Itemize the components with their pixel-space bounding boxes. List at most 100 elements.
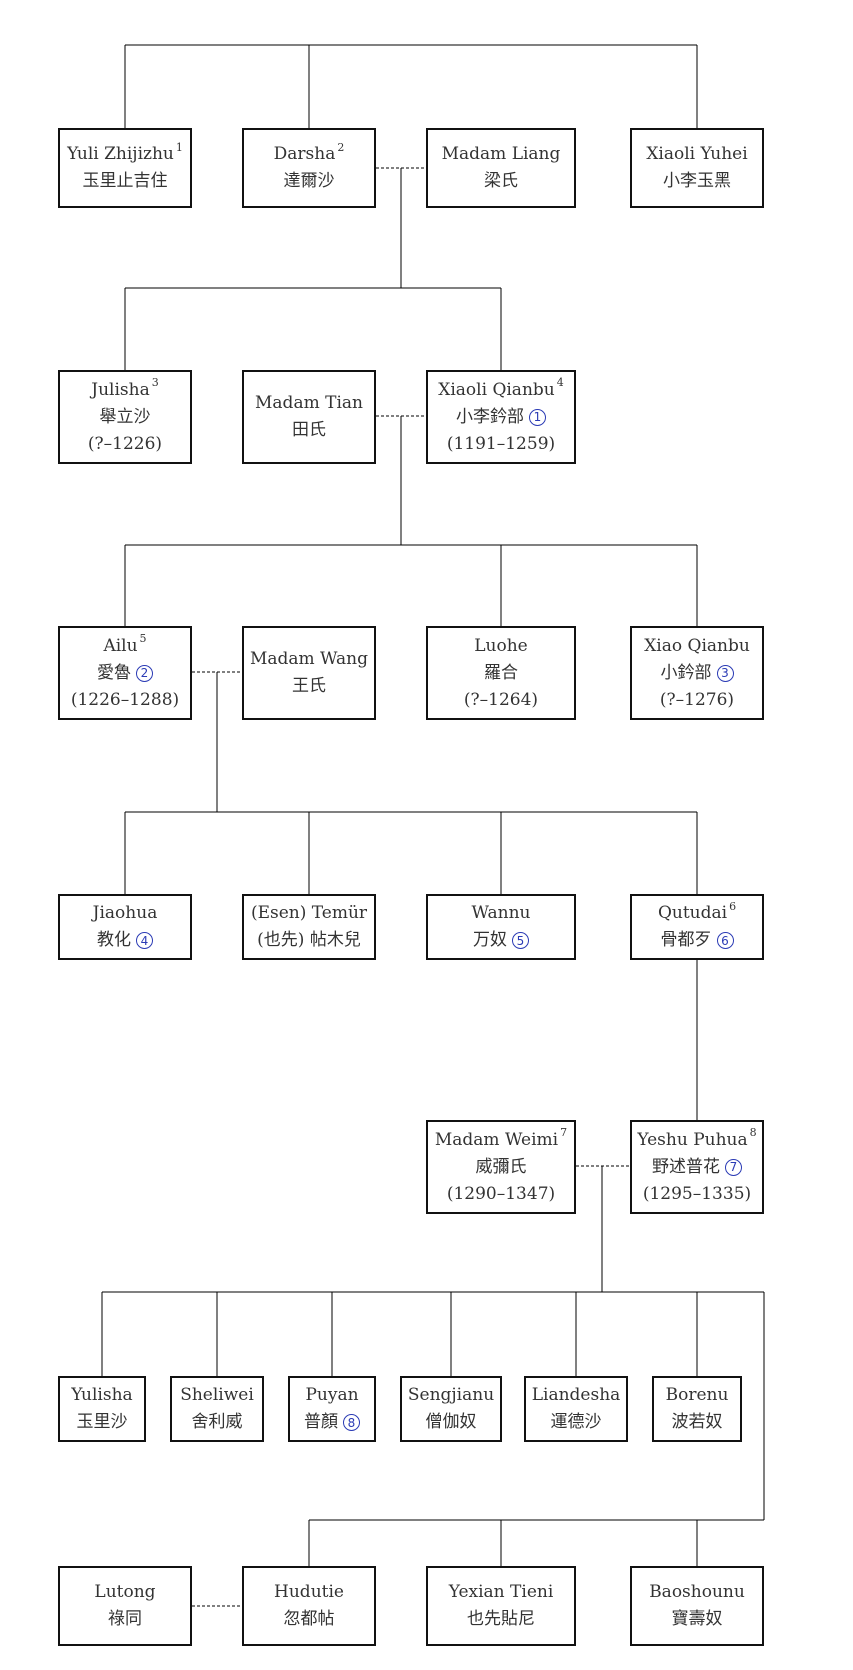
person-hanzi: 也先貼尼 [467, 1609, 535, 1629]
person-hanzi: 野述普花 [652, 1156, 720, 1177]
person-name: Ailu [103, 635, 138, 656]
person-hanzi-line: 梁氏 [484, 168, 518, 195]
person-hanzi: 王氏 [292, 676, 326, 696]
person-hanzi: 小李玉黑 [663, 171, 731, 191]
person-name: Luohe [474, 635, 528, 656]
person-hanzi: 小鈐部 [660, 662, 712, 683]
person-name: Yulisha [71, 1385, 133, 1405]
person-name-line: Madam Tian [255, 390, 363, 417]
person-dates: (?–1226) [87, 433, 163, 454]
person-hanzi-line: 舍利威 [192, 1409, 243, 1436]
person-hanzi: 運德沙 [550, 1412, 602, 1432]
person-name: Madam Tian [255, 393, 363, 413]
person-name: Liandesha [531, 1385, 621, 1405]
person-hanzi: 梁氏 [484, 171, 518, 191]
succession-rank-badge: 2 [136, 664, 153, 682]
person-name-line: Madam Liang [442, 141, 561, 168]
person-box-esen-temur: (Esen) Temür (也先) 帖木兒 [242, 894, 376, 960]
person-hanzi-line: 玉里沙 [77, 1409, 128, 1436]
person-name-line: Jiaohua [93, 900, 158, 927]
succession-rank-badge: 1 [529, 408, 546, 426]
person-name: Yuli Zhijizhu [67, 144, 174, 164]
person-hanzi-line: 威彌氏 [476, 1154, 527, 1181]
person-box-baoshounu: Baoshounu 寶壽奴 [630, 1566, 764, 1646]
person-hanzi: (也先) 帖木兒 [257, 930, 361, 950]
person-box-sengjianu: Sengjianu 僧伽奴 [400, 1376, 502, 1442]
person-box-jiaohua: Jiaohua 教化 4 [58, 894, 192, 960]
person-dates: (?–1276) [659, 689, 735, 710]
person-hanzi-line: 達爾沙 [284, 168, 335, 195]
person-hanzi: 寶壽奴 [671, 1609, 723, 1629]
person-name: Jiaohua [92, 903, 158, 923]
person-name: Xiaoli Yuhei [646, 144, 748, 164]
person-hanzi: 僧伽奴 [425, 1412, 477, 1432]
succession-rank-badge: 6 [716, 932, 734, 949]
person-name-line: Borenu [666, 1382, 729, 1409]
person-hanzi: 小李鈐部 [456, 406, 524, 427]
person-name: Lutong [94, 1582, 156, 1602]
person-hanzi: 教化 [97, 930, 131, 950]
person-name: Madam Wang [249, 649, 369, 669]
person-name: Xiaoli Qianbu [438, 379, 555, 400]
person-name: Sheliwei [180, 1385, 254, 1405]
person-name: Puyan [305, 1385, 359, 1405]
person-name: Darsha [273, 144, 336, 164]
person-hanzi-line: 野述普花 7 [652, 1154, 742, 1181]
person-hanzi: 普顏 [304, 1412, 338, 1432]
person-hanzi-line: 田氏 [292, 417, 326, 444]
person-name-line: (Esen) Temür [251, 900, 367, 927]
person-name-line: Liandesha [532, 1382, 621, 1409]
person-name: Madam Liang [441, 144, 561, 164]
person-hanzi: 羅合 [484, 662, 518, 683]
person-name: Sengjianu [407, 1385, 495, 1405]
person-name-line: Yulisha [71, 1382, 132, 1409]
person-hanzi: 祿同 [108, 1609, 142, 1629]
person-hanzi: 舍利威 [191, 1412, 243, 1432]
person-name-line: Baoshounu [649, 1579, 745, 1606]
person-dates: (1290–1347) [446, 1183, 556, 1204]
person-name-line: Madam Wang [250, 646, 368, 673]
person-box-madam-tian: Madam Tian 田氏 [242, 370, 376, 464]
person-hanzi: 波若奴 [671, 1412, 723, 1432]
person-hanzi-line: 寶壽奴 [672, 1606, 723, 1633]
person-box-lutong: Lutong 祿同 [58, 1566, 192, 1646]
person-hanzi-line: 羅合 [484, 660, 518, 687]
person-name-line: Sheliwei [180, 1382, 254, 1409]
person-name: Yexian Tieni [448, 1582, 554, 1602]
person-hanzi-line: 也先貼尼 [467, 1606, 535, 1633]
person-name: Borenu [665, 1385, 729, 1405]
person-hanzi: 骨都歹 [660, 930, 712, 950]
person-name: Qutudai [657, 903, 728, 923]
person-hanzi: 達爾沙 [283, 171, 335, 191]
succession-rank-badge: 4 [136, 932, 153, 949]
person-name: Xiao Qianbu [644, 635, 750, 656]
person-box-madam-liang: Madam Liang 梁氏 [426, 128, 576, 208]
person-box-borenu: Borenu 波若奴 [652, 1376, 742, 1442]
person-name-line: Puyan [305, 1382, 358, 1409]
person-hanzi: 威彌氏 [475, 1156, 527, 1177]
person-name-line: Sengjianu [408, 1382, 494, 1409]
person-name-line: Yexian Tieni [449, 1579, 554, 1606]
succession-rank-badge: 5 [512, 932, 529, 949]
person-hanzi: 忽都帖 [283, 1609, 335, 1629]
succession-rank-badge: 7 [725, 1158, 742, 1176]
succession-rank-badge: 3 [716, 664, 734, 682]
person-hanzi-line: 教化 4 [97, 927, 153, 954]
